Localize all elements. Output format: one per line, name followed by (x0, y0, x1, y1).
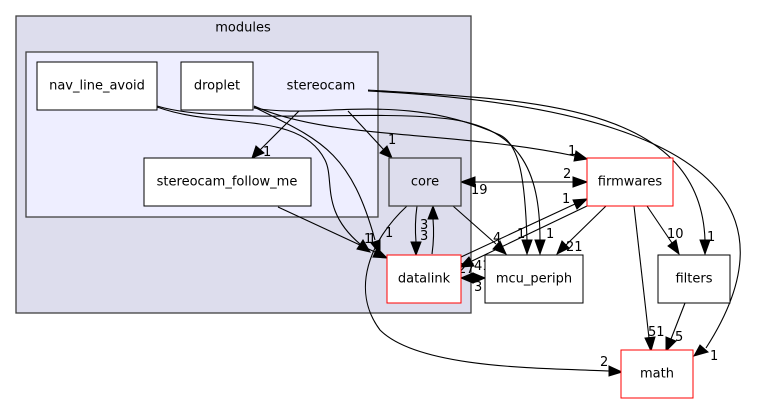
edge-stereocam-to-stereocam-follow-me (259, 110, 300, 151)
node-label: datalink (398, 272, 451, 287)
node-mcu-periph[interactable]: mcu_periph (484, 254, 584, 304)
edge-label: 1 (263, 145, 271, 160)
edge-label: 1 (368, 232, 376, 247)
edge-firmwares-to-mcu-periph (565, 205, 607, 246)
edge-label: 51 (648, 325, 665, 340)
node-label: droplet (194, 79, 240, 94)
arrowhead (521, 239, 533, 256)
edge-label: 19 (471, 183, 488, 198)
edge-label: 4 (493, 231, 501, 246)
arrowhead (572, 176, 589, 188)
edge-label: 10 (667, 227, 684, 242)
arrowhead (608, 365, 624, 377)
arrowhead (572, 198, 589, 210)
node-firmwares[interactable]: firmwares (586, 157, 674, 207)
arrowhead (427, 204, 439, 220)
edge-label: 1 (562, 192, 570, 207)
edge-label: 1 (710, 349, 718, 364)
edge-datalink-to-firmwares (460, 203, 576, 258)
node-label: mcu_periph (496, 272, 572, 287)
edge-stereocam-to-math (367, 90, 741, 349)
edge-nav-line-avoid-to-datalink (156, 106, 361, 245)
edge-core-to-math (364, 205, 610, 372)
edge-droplet-to-firmwares (253, 105, 576, 157)
edge-stereocam-follow-me-to-datalink (277, 206, 376, 253)
node-label: math (640, 367, 674, 382)
edge-label: 21 (566, 240, 583, 255)
arrowhead (372, 247, 389, 259)
node-stereocam-follow-me[interactable]: stereocam_follow_me (143, 157, 312, 207)
edge-label: 1 (517, 227, 525, 242)
edge-label: 3 (420, 229, 428, 244)
edge-core-to-datalink (414, 205, 418, 243)
arrowhead (534, 239, 546, 256)
node-label: filters (675, 272, 712, 287)
arrowhead (573, 150, 589, 162)
arrowhead (251, 145, 265, 159)
edge-label: 3 (420, 218, 428, 233)
arrowhead (379, 145, 393, 159)
edge-label: 27 (458, 262, 475, 277)
arrowhead (692, 344, 710, 357)
arrowhead (556, 240, 570, 256)
arrowhead (459, 176, 476, 188)
edge-firmwares-to-filters (646, 205, 673, 244)
node-droplet[interactable]: droplet (180, 61, 254, 111)
edge-label: 3 (474, 280, 482, 295)
edge-droplet-to-datalink (253, 106, 376, 241)
cluster-modules-label: modules (215, 21, 271, 36)
arrowhead (644, 336, 656, 353)
edge-label: 1 (364, 232, 372, 247)
edge-firmwares-to-datalink (471, 205, 588, 262)
edge-label: 1 (546, 227, 554, 242)
edge-label: 1 (385, 226, 393, 241)
node-label: stereocam_follow_me (157, 175, 298, 190)
edge-stereocam-to-filters (367, 89, 706, 241)
edge-label: 5 (675, 330, 683, 345)
node-label: firmwares (598, 175, 663, 190)
edge-firmwares-to-math (633, 205, 650, 339)
edge-core-to-mcu-periph (452, 205, 497, 245)
edge-label: 2 (563, 167, 571, 182)
node-nav-line-avoid[interactable]: nav_line_avoid (36, 61, 158, 111)
arrowhead (699, 239, 711, 256)
edge-label: 1 (707, 230, 715, 245)
arrowhead (665, 336, 677, 353)
node-core[interactable]: core (388, 157, 462, 207)
node-label: nav_line_avoid (49, 79, 145, 94)
edge-datalink-to-core (431, 218, 435, 255)
edge-filters-to-math (670, 302, 686, 340)
edge-label: 1 (568, 144, 576, 159)
edge-label: 1 (388, 133, 396, 148)
cluster-stereocam-label: stereocam (287, 79, 356, 94)
node-datalink[interactable]: datalink (386, 254, 462, 304)
arrowhead (410, 241, 422, 257)
arrowhead (458, 256, 475, 268)
arrowhead (667, 239, 680, 256)
edge-nav-line-avoid-to-mcu-periph (156, 105, 541, 241)
edges: 1 1 1 1 1 1 1 1 1 1 (156, 89, 741, 377)
node-filters[interactable]: filters (657, 254, 731, 304)
arrowhead (459, 272, 474, 284)
node-label: core (411, 175, 439, 190)
edge-label: 2 (600, 355, 608, 370)
node-math[interactable]: math (620, 349, 694, 399)
